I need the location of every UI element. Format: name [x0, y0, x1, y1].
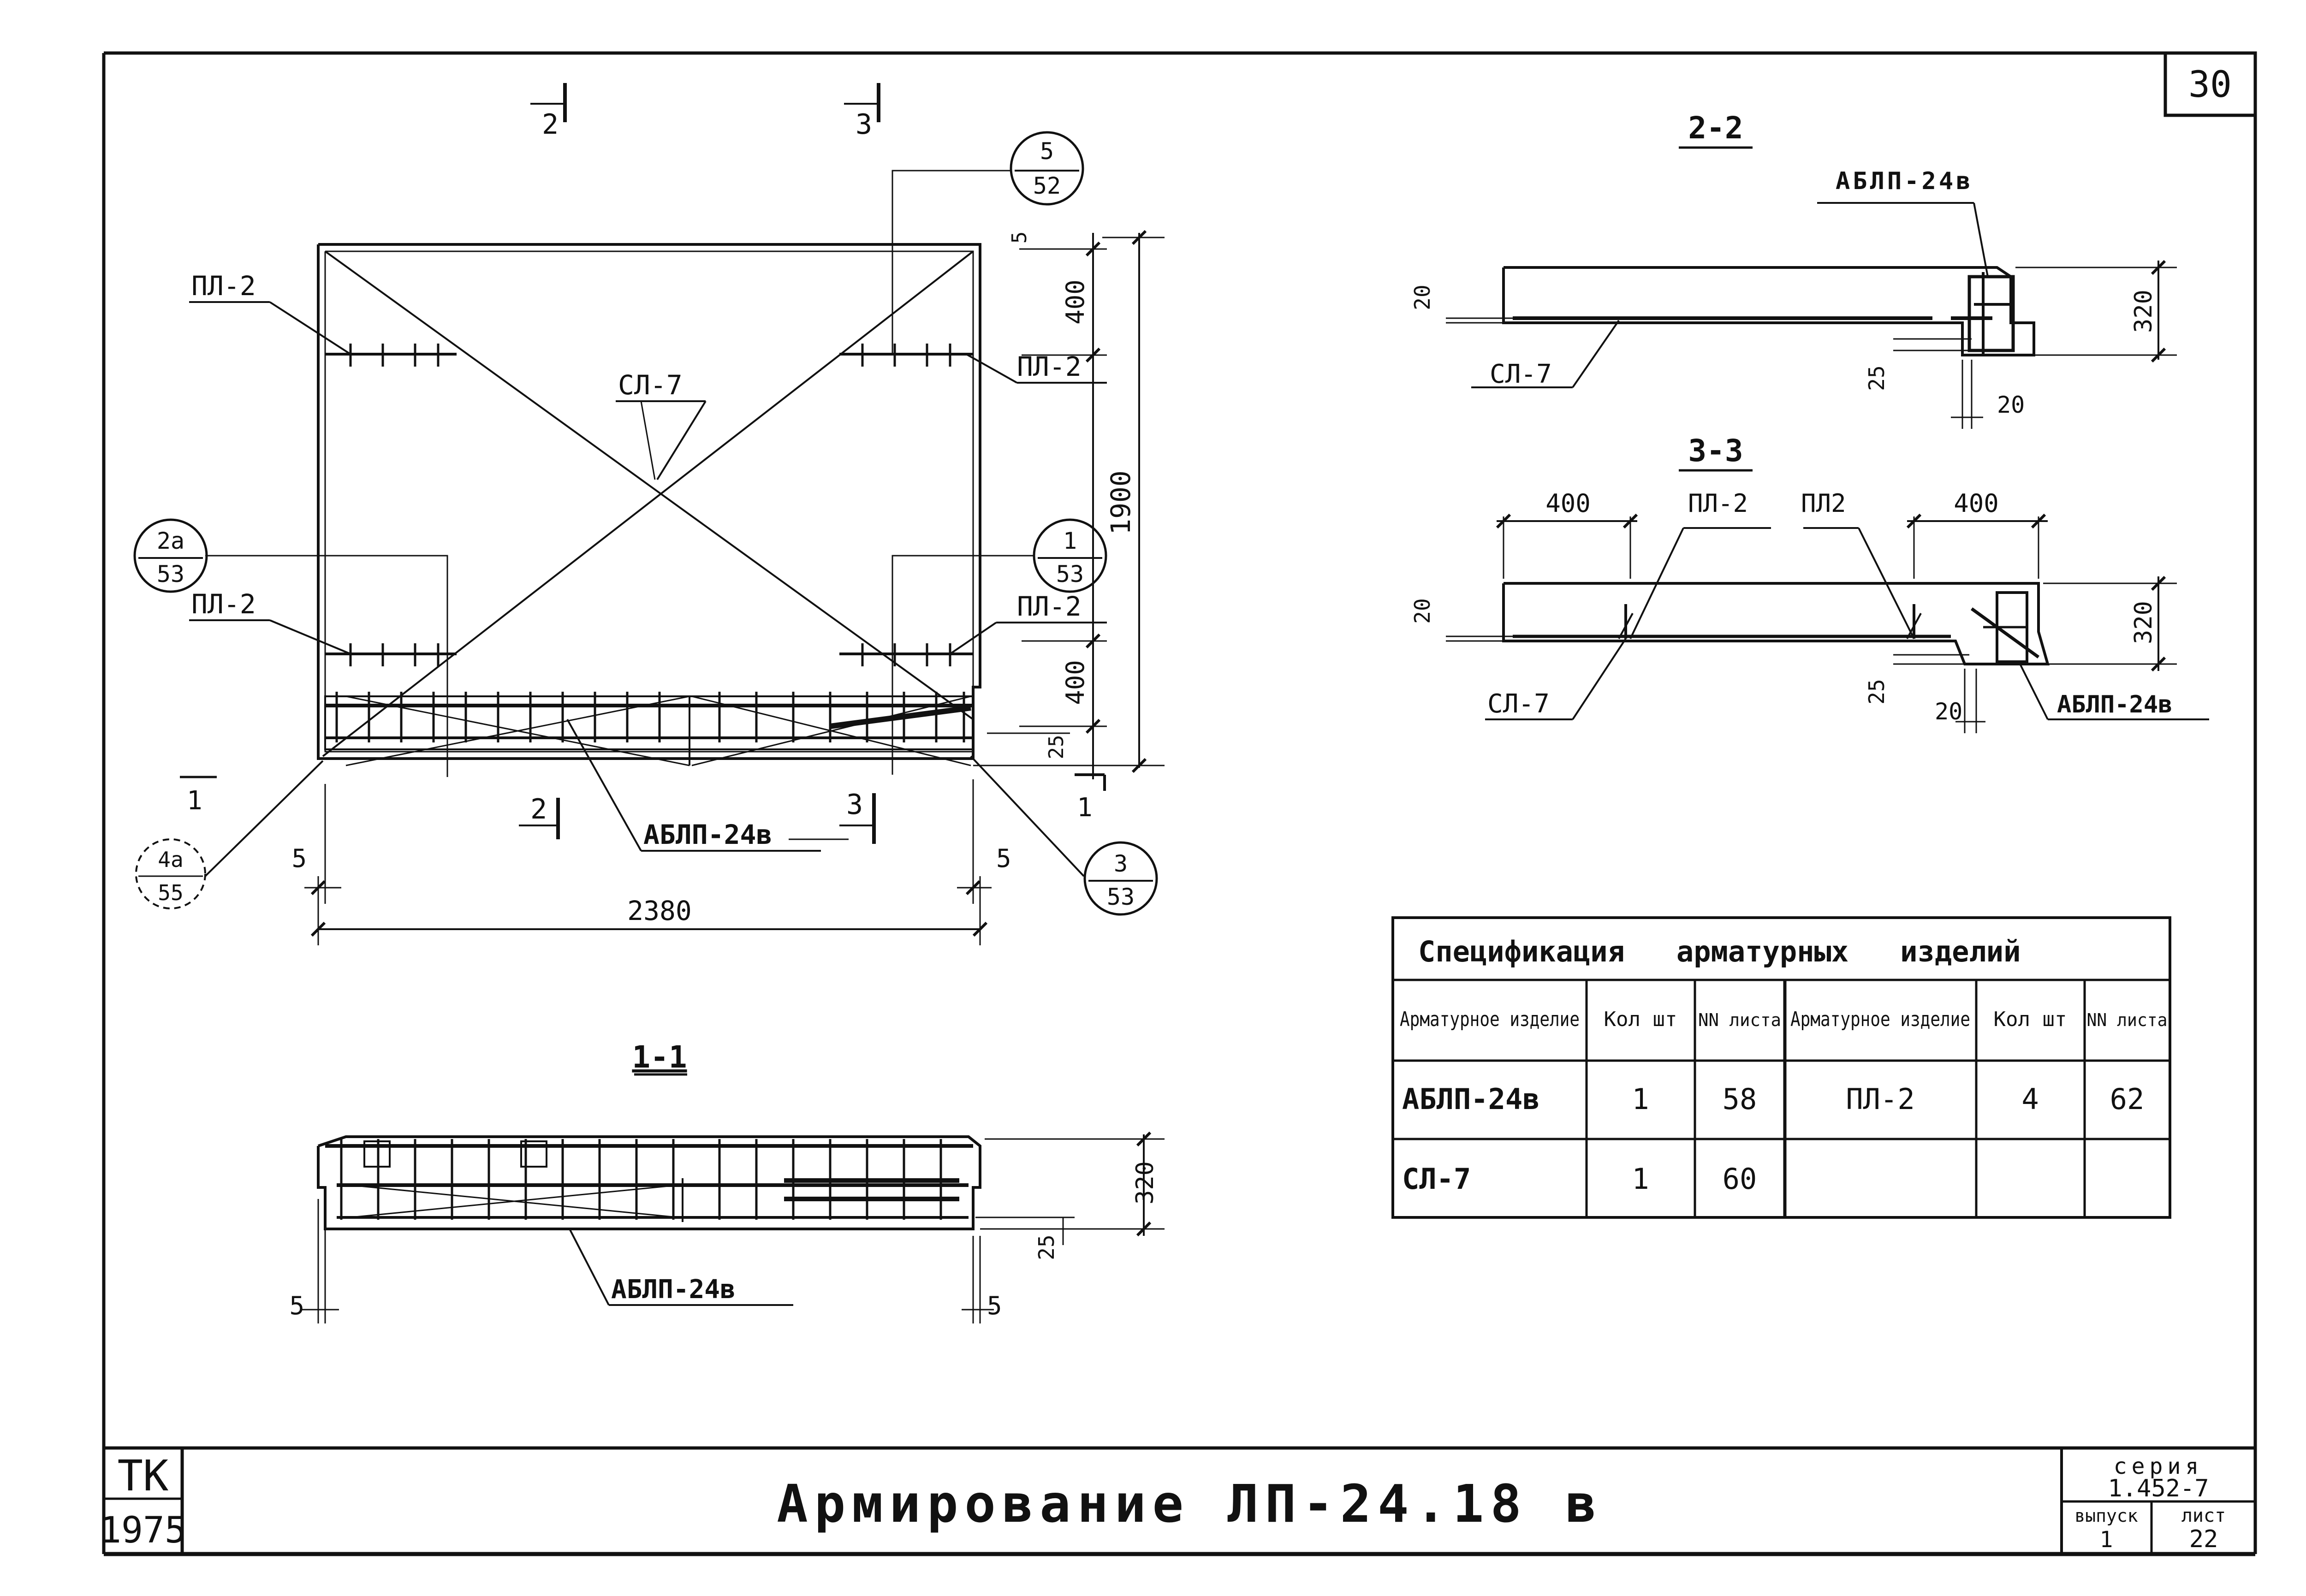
callout-bottom: 55	[158, 880, 183, 905]
spec-cell: 1	[1632, 1162, 1649, 1196]
dim-width: 2380	[627, 895, 692, 926]
section-3-3-ablp: АБЛП-24в	[2057, 691, 2172, 718]
callout-3-53: 3 53	[1083, 841, 1158, 916]
section-2-2-sl7: СЛ-7	[1490, 359, 1552, 389]
section-2-2-d20-left: 20	[1410, 285, 1435, 310]
stamp-year: 1975	[100, 1510, 186, 1551]
section-3-3-pl2-b: ПЛ2	[1801, 489, 1846, 518]
callout-4a-55: 4а 55	[135, 838, 206, 909]
spec-header-item-1: Арматурное изделие	[1400, 1008, 1580, 1031]
callout-bottom: 53	[1056, 561, 1084, 587]
section-3-3-d400-right: 400	[1954, 489, 1999, 518]
sheet-value: 22	[2189, 1525, 2218, 1553]
section-1-1-d5-right: 5	[987, 1291, 1002, 1320]
issue-value: 1	[2100, 1527, 2113, 1553]
section-3-3-h320: 320	[2130, 601, 2157, 644]
label-ablp-plan: АБЛП-24в	[643, 819, 772, 850]
callout-bottom: 53	[157, 561, 184, 587]
label-pl2-mid-right: ПЛ-2	[1017, 591, 1082, 622]
callout-top: 5	[1040, 138, 1054, 165]
spec-header-item-2: Арматурное изделие	[1790, 1008, 1970, 1031]
dim-5-left: 5	[291, 844, 307, 873]
callout-2a-53: 2а 53	[133, 518, 208, 593]
section-3-3-sl7: СЛ-7	[1487, 689, 1550, 719]
cut-mark-1-right: 1	[1077, 793, 1093, 823]
section-1-1-title: 1-1	[632, 1039, 687, 1075]
label-pl2-mid-left: ПЛ-2	[191, 588, 256, 620]
label-sl7: СЛ-7	[618, 369, 683, 401]
dim-400-top: 400	[1061, 279, 1090, 325]
sheet-label: лист	[2181, 1505, 2226, 1526]
dim-25-plan: 25	[1045, 735, 1068, 759]
issue-label: выпуск	[2074, 1506, 2138, 1526]
spec-cell: 1	[1632, 1082, 1649, 1116]
section-2-2-h320: 320	[2130, 290, 2157, 333]
callout-bottom: 52	[1033, 172, 1061, 199]
spec-table-header: Арматурное изделие Кол шт NN листа Армат…	[1400, 1008, 2168, 1031]
callout-top: 4а	[158, 847, 183, 872]
spec-cell: 4	[2021, 1082, 2039, 1116]
section-2-2-title: 2-2	[1688, 110, 1743, 146]
section-3-3-pl2-a: ПЛ-2	[1688, 489, 1748, 518]
label-pl2-top-left: ПЛ-2	[191, 270, 256, 302]
plan-view	[180, 83, 1165, 945]
spec-cell: СЛ-7	[1402, 1162, 1471, 1196]
spec-table	[1391, 916, 2171, 1219]
dim-height: 1900	[1105, 470, 1136, 535]
spec-cell: ПЛ-2	[1846, 1082, 1914, 1116]
section-2-2	[1446, 202, 2177, 429]
stamp-org: ТК	[118, 1451, 169, 1501]
spec-header-sheet-1: NN листа	[1698, 1010, 1781, 1030]
callout-top: 2а	[157, 528, 184, 554]
cut-mark-3-bottom: 3	[846, 789, 863, 821]
sheet-number: 30	[2188, 64, 2232, 106]
section-3-3-ticks	[1497, 515, 2165, 670]
cut-mark-2-top: 2	[542, 108, 559, 141]
section-3-3	[1446, 516, 2209, 733]
table-row: СЛ-7 1 60	[1402, 1162, 1757, 1196]
section-1-1-d25: 25	[1034, 1234, 1059, 1260]
section-1-1-ablp: АБЛП-24в	[611, 1275, 736, 1305]
dim-400-bottom: 400	[1061, 660, 1090, 705]
section-1-1	[302, 1134, 1165, 1323]
series-label: серия	[2114, 1454, 2204, 1479]
section-1-1-h320: 320	[1131, 1161, 1159, 1204]
section-1-1-d5-left: 5	[289, 1291, 304, 1320]
spec-header-qty-2: Кол шт	[1994, 1008, 2067, 1031]
section-2-2-ablp: АБЛП-24в	[1836, 167, 1973, 195]
spec-table-title: Спецификация арматурных изделий	[1418, 935, 2021, 968]
callout-5-52: 5 52	[1010, 131, 1084, 206]
spec-header-sheet-2: NN листа	[2087, 1010, 2168, 1030]
callout-bottom: 53	[1107, 884, 1135, 910]
spec-cell: 62	[2110, 1082, 2145, 1116]
section-2-2-d20-bottom: 20	[1997, 392, 2025, 418]
dim-5-top: 5	[1008, 231, 1031, 244]
spec-header-qty-1: Кол шт	[1604, 1008, 1677, 1031]
callout-top: 1	[1063, 528, 1077, 554]
sheet-frame	[102, 51, 2257, 1556]
callout-1-53: 1 53	[1033, 518, 1107, 593]
section-3-3-d25: 25	[1864, 679, 1889, 704]
series-value: 1.452-7	[2108, 1475, 2209, 1502]
label-pl2-top-right: ПЛ-2	[1017, 351, 1082, 382]
section-3-3-d20-bottom: 20	[1935, 698, 1962, 725]
section-3-3-d20-left: 20	[1410, 598, 1435, 623]
section-2-2-d25: 25	[1864, 365, 1889, 391]
section-3-3-d400-left: 400	[1545, 489, 1591, 518]
drawing-title: Армирование ЛП-24.18 в	[777, 1474, 1603, 1534]
spec-cell: 58	[1723, 1082, 1757, 1116]
spec-cell: 60	[1723, 1162, 1757, 1196]
spec-cell: АБЛП-24в	[1402, 1082, 1540, 1116]
cut-mark-1-left: 1	[187, 786, 202, 816]
callout-top: 3	[1114, 850, 1128, 877]
dim-5-right: 5	[996, 844, 1011, 873]
table-row: АБЛП-24в 1 58 ПЛ-2 4 62	[1402, 1082, 2144, 1116]
cut-mark-2-bottom: 2	[530, 793, 547, 825]
section-3-3-title: 3-3	[1688, 433, 1743, 469]
cut-mark-3-top: 3	[856, 108, 872, 141]
